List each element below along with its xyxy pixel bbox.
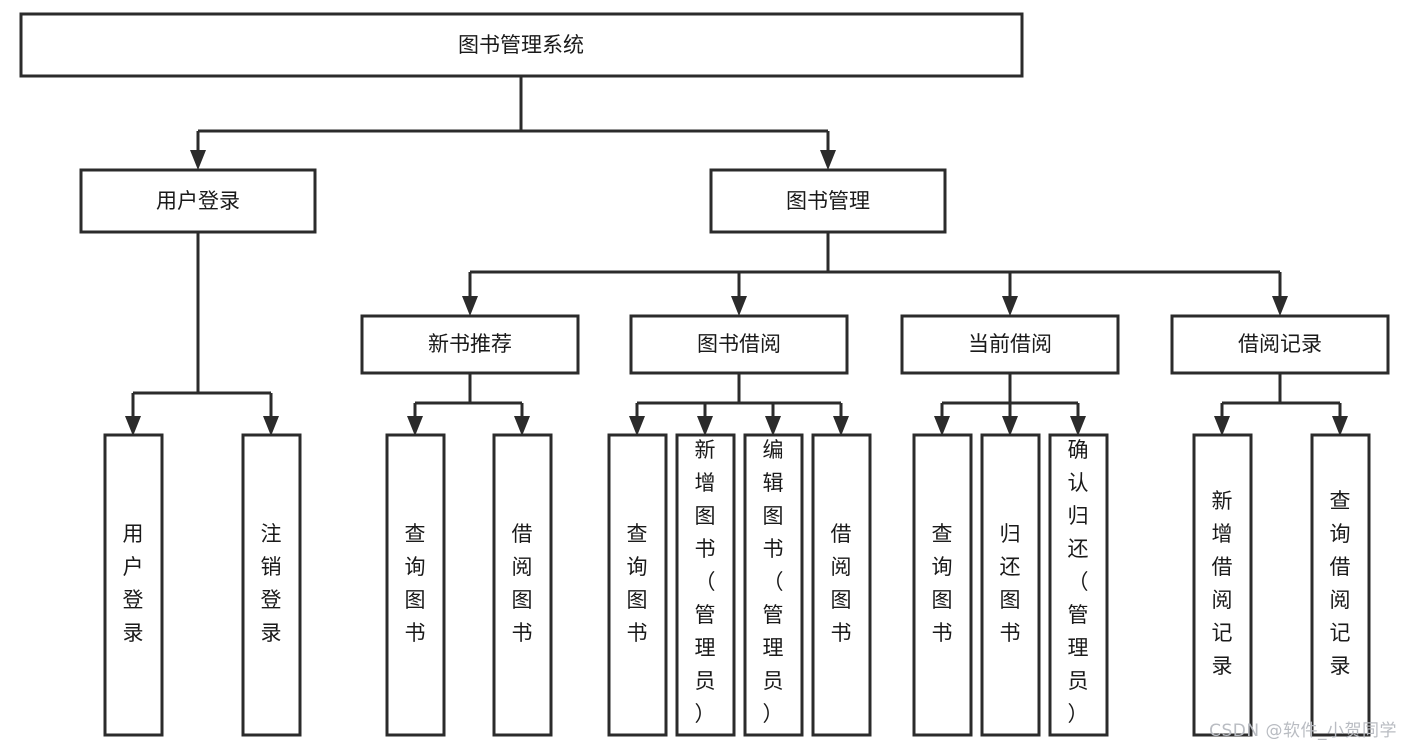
node-leaf-confirm-return[interactable]: 确认归还（管理员）: [1048, 433, 1109, 737]
node-user-login-box[interactable]: [79, 168, 317, 234]
node-root[interactable]: 图书管理系统: [19, 12, 1024, 78]
node-leaf-add-book-box[interactable]: [675, 433, 736, 737]
node-leaf-edit-book[interactable]: 编辑图书（管理员）: [743, 433, 804, 737]
arrowhead-leaf-query-record: [1332, 416, 1348, 436]
arrowhead-book-borrow: [731, 296, 747, 316]
node-leaf-query-book-1-box[interactable]: [385, 433, 446, 737]
node-book-borrow[interactable]: 图书借阅: [629, 314, 849, 375]
node-leaf-borrow-book-2-label: 借阅图书: [831, 522, 852, 645]
node-leaf-confirm-return-label: 确认归还（管理员）: [1068, 438, 1089, 726]
node-leaf-borrow-book-2-box[interactable]: [811, 433, 872, 737]
node-leaf-user-login-box[interactable]: [103, 433, 164, 737]
node-leaf-add-record-box[interactable]: [1192, 433, 1253, 737]
arrowhead-current-borrow: [1002, 296, 1018, 316]
node-leaf-query-book-1[interactable]: 查询图书: [385, 433, 446, 737]
node-root-box[interactable]: [19, 12, 1024, 78]
arrowhead-leaf-logout-login: [263, 416, 279, 436]
arrowhead-leaf-add-book: [697, 416, 713, 436]
arrowhead-leaf-add-record: [1214, 416, 1230, 436]
node-current-borrow-label: 当前借阅: [968, 332, 1052, 356]
node-borrow-record-label: 借阅记录: [1238, 332, 1322, 356]
node-leaf-user-login-label: 用户登录: [123, 522, 144, 645]
node-leaf-logout-login[interactable]: 注销登录: [241, 433, 302, 737]
arrowhead-leaf-query-book-3: [934, 416, 950, 436]
node-leaf-return-book[interactable]: 归还图书: [980, 433, 1041, 737]
node-leaf-query-book-2-box[interactable]: [607, 433, 668, 737]
arrowhead-leaf-query-book-1: [407, 416, 423, 436]
node-new-book-rec-box[interactable]: [360, 314, 580, 375]
arrowhead-book-manage: [820, 150, 836, 170]
node-leaf-query-book-1-label: 查询图书: [405, 522, 426, 645]
node-leaf-borrow-book-1-label: 借阅图书: [512, 522, 533, 645]
arrowhead-leaf-confirm-return: [1070, 416, 1086, 436]
node-borrow-record-box[interactable]: [1170, 314, 1390, 375]
node-new-book-rec[interactable]: 新书推荐: [360, 314, 580, 375]
node-book-manage[interactable]: 图书管理: [709, 168, 947, 234]
arrowhead-borrow-record: [1272, 296, 1288, 316]
node-root-label: 图书管理系统: [458, 33, 584, 57]
node-leaf-add-record-label: 新增借阅记录: [1212, 489, 1233, 678]
node-book-borrow-box[interactable]: [629, 314, 849, 375]
node-leaf-logout-login-box[interactable]: [241, 433, 302, 737]
node-leaf-confirm-return-box[interactable]: [1048, 433, 1109, 737]
node-borrow-record[interactable]: 借阅记录: [1170, 314, 1390, 375]
node-leaf-query-book-2-label: 查询图书: [627, 522, 648, 645]
node-leaf-add-book[interactable]: 新增图书（管理员）: [675, 433, 736, 737]
node-leaf-logout-login-label: 注销登录: [261, 522, 282, 645]
node-leaf-return-book-label: 归还图书: [1000, 522, 1021, 645]
arrowhead-leaf-query-book-2: [629, 416, 645, 436]
node-leaf-query-record[interactable]: 查询借阅记录: [1310, 433, 1371, 737]
node-user-login[interactable]: 用户登录: [79, 168, 317, 234]
arrowhead-leaf-borrow-book-1: [514, 416, 530, 436]
arrowhead-leaf-user-login: [125, 416, 141, 436]
node-leaf-query-book-3[interactable]: 查询图书: [912, 433, 973, 737]
arrowhead-new-book-rec: [462, 296, 478, 316]
node-leaf-add-book-label: 新增图书（管理员）: [695, 438, 716, 726]
node-leaf-edit-book-label: 编辑图书（管理员）: [763, 438, 784, 726]
node-leaf-borrow-book-2[interactable]: 借阅图书: [811, 433, 872, 737]
node-leaf-query-book-3-box[interactable]: [912, 433, 973, 737]
node-leaf-return-book-box[interactable]: [980, 433, 1041, 737]
node-leaf-query-record-label: 查询借阅记录: [1330, 489, 1351, 678]
arrowhead-leaf-edit-book: [765, 416, 781, 436]
arrowhead-leaf-borrow-book-2: [833, 416, 849, 436]
node-book-manage-label: 图书管理: [786, 189, 870, 213]
arrowheads: [125, 150, 1348, 436]
arrowhead-user-login: [190, 150, 206, 170]
node-leaf-query-record-box[interactable]: [1310, 433, 1371, 737]
arrowhead-leaf-return-book: [1002, 416, 1018, 436]
node-leaf-add-record[interactable]: 新增借阅记录: [1192, 433, 1253, 737]
connectors: [131, 76, 1342, 418]
node-book-borrow-label: 图书借阅: [697, 332, 781, 356]
node-current-borrow-box[interactable]: [900, 314, 1120, 375]
node-leaf-query-book-3-label: 查询图书: [932, 522, 953, 645]
leaf-nodes: 用户登录 注销登录 查询图书 借阅图书 查询图书 新增图书（管理员）: [103, 433, 1371, 737]
node-leaf-borrow-book-1-box[interactable]: [492, 433, 553, 737]
node-book-manage-box[interactable]: [709, 168, 947, 234]
node-leaf-query-book-2[interactable]: 查询图书: [607, 433, 668, 737]
node-leaf-user-login[interactable]: 用户登录: [103, 433, 164, 737]
node-leaf-edit-book-box[interactable]: [743, 433, 804, 737]
node-current-borrow[interactable]: 当前借阅: [900, 314, 1120, 375]
node-leaf-borrow-book-1[interactable]: 借阅图书: [492, 433, 553, 737]
node-new-book-rec-label: 新书推荐: [428, 332, 512, 356]
node-user-login-label: 用户登录: [156, 189, 240, 213]
